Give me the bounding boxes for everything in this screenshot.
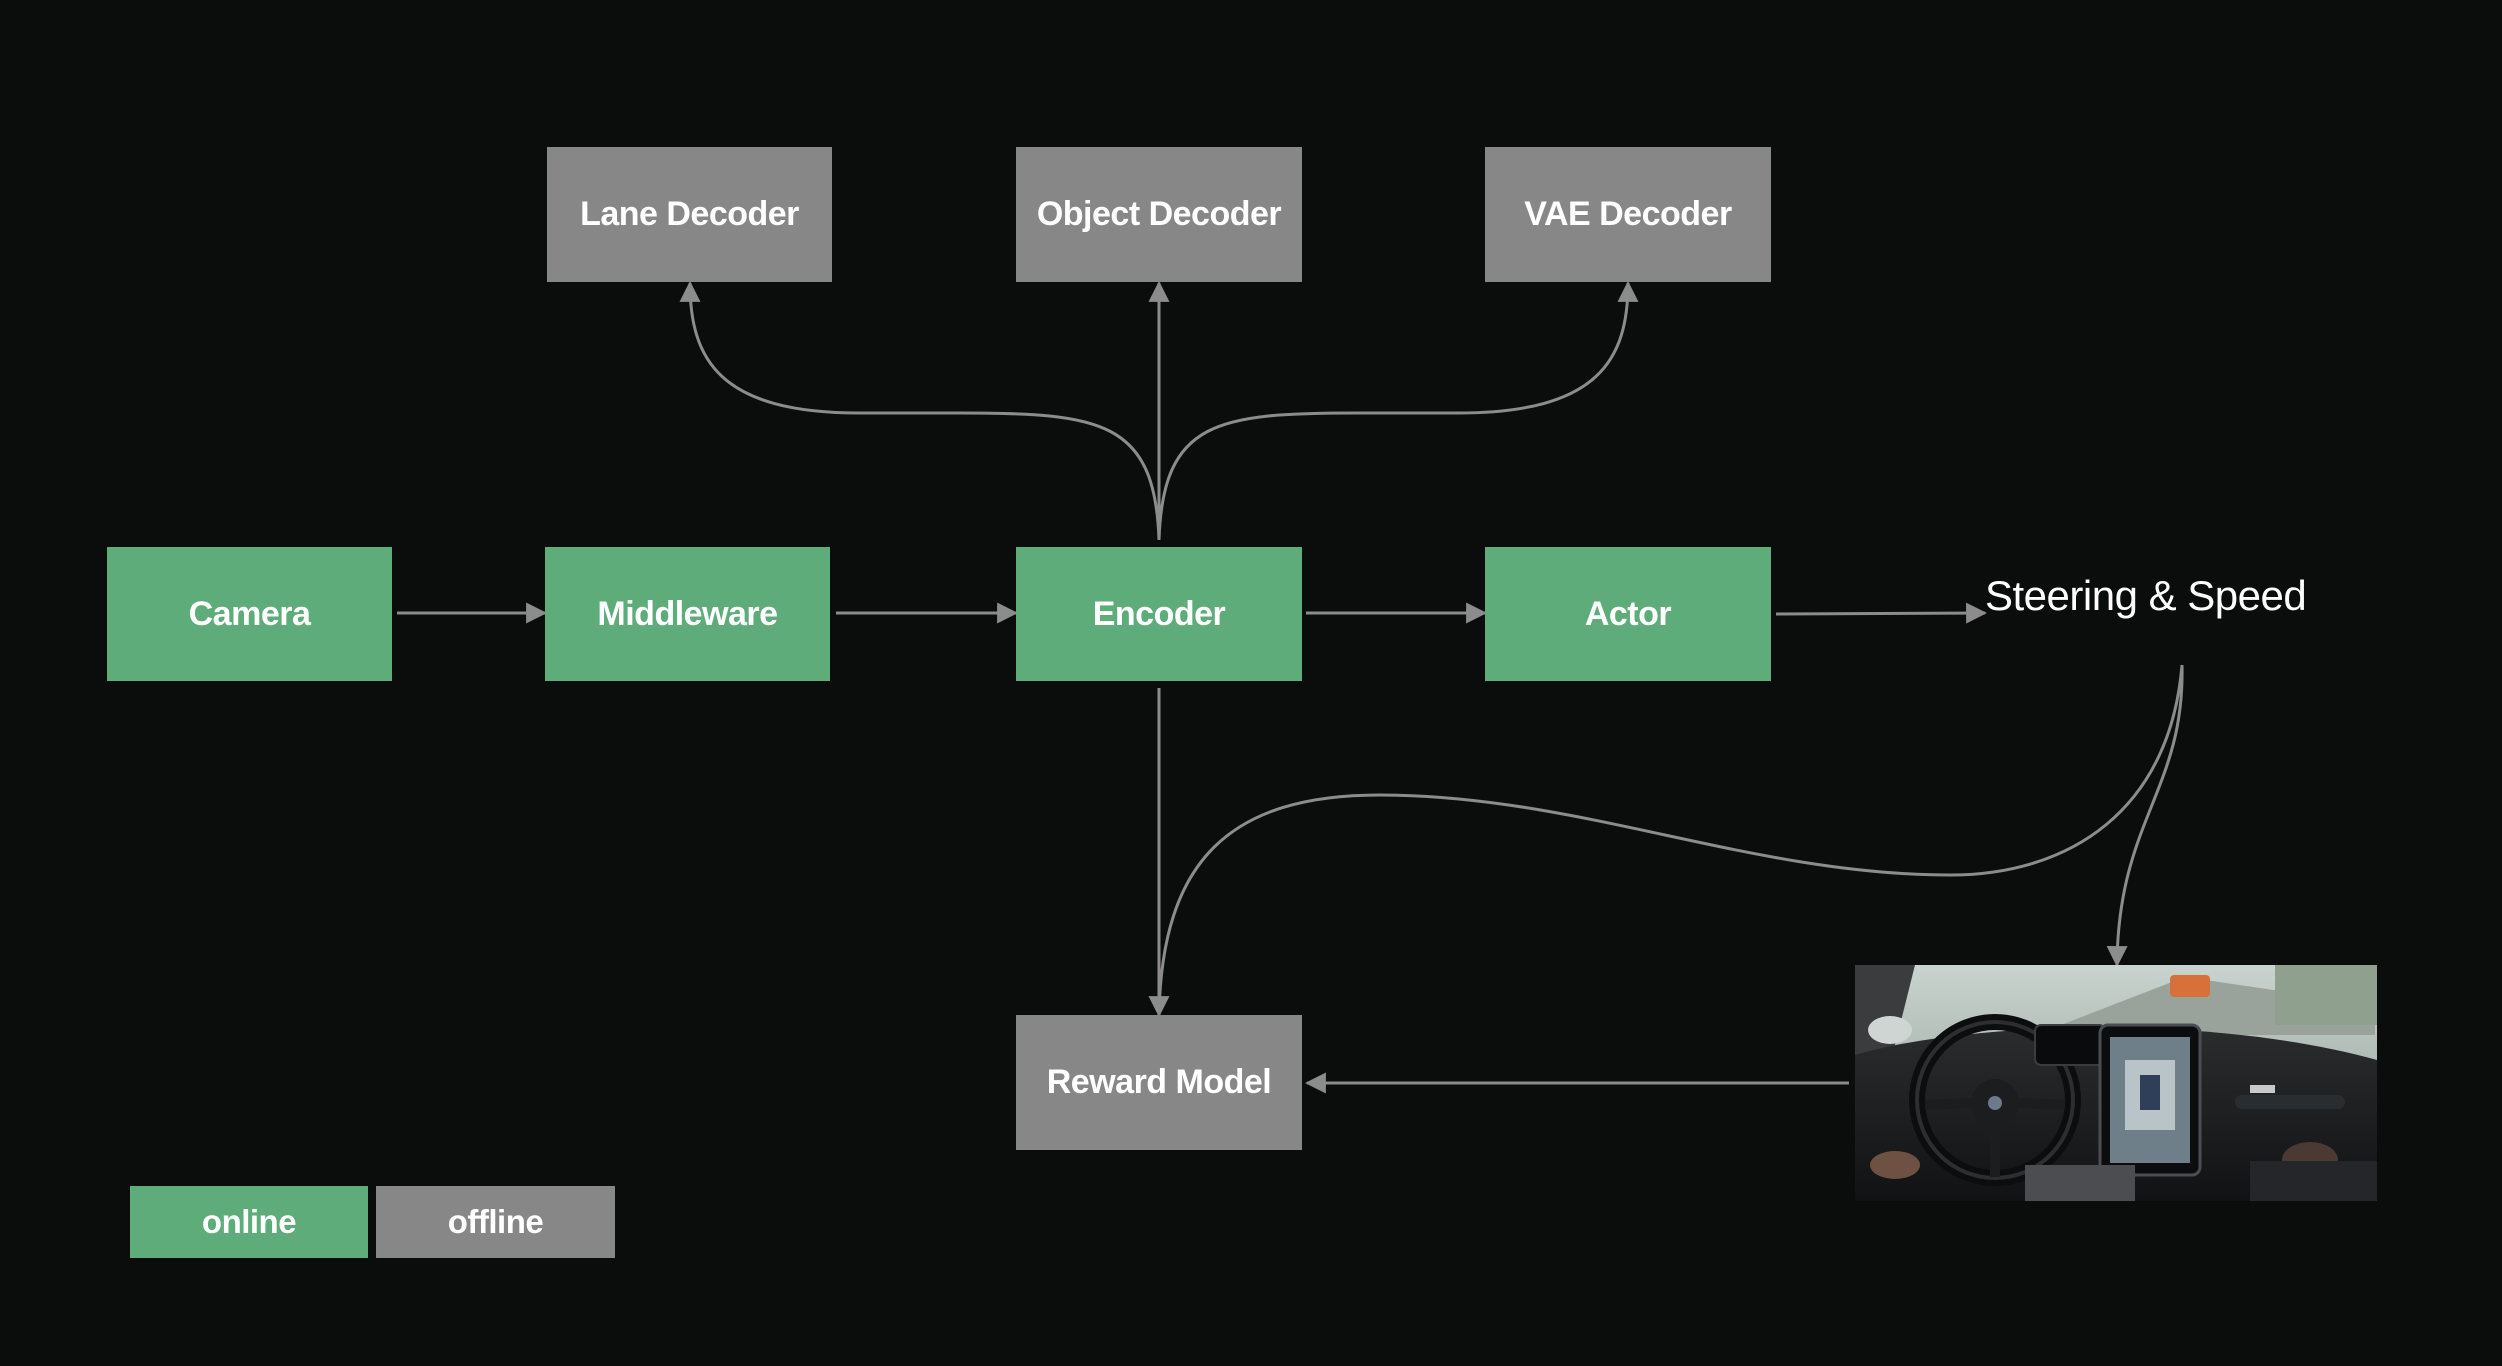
- legend-offline: offline: [376, 1186, 615, 1258]
- legend-online: online: [130, 1186, 368, 1258]
- reward-model-node: Reward Model: [1016, 1015, 1302, 1150]
- car-interior-photo: [1855, 965, 2377, 1201]
- middleware-node: Middleware: [545, 547, 830, 681]
- lane-decoder-node: Lane Decoder: [547, 147, 832, 282]
- steering-speed-label: Steering & Speed: [1985, 572, 2307, 619]
- actor-node: Actor: [1485, 547, 1771, 681]
- edge-steering-car-photo: [2106, 664, 2184, 968]
- camera-node: Camera: [107, 547, 392, 681]
- encoder-node: Encoder: [1016, 547, 1302, 681]
- object-decoder-node: Object Decoder: [1016, 147, 1302, 282]
- edge-encoder-lane-decoder: [679, 280, 1161, 541]
- vae-decoder-node: VAE Decoder: [1485, 147, 1771, 282]
- edge-encoder-vae-decoder: [1157, 280, 1639, 541]
- edge-steering-reward-model: [1157, 664, 2184, 1016]
- edge-actor-steering: [1775, 602, 1988, 624]
